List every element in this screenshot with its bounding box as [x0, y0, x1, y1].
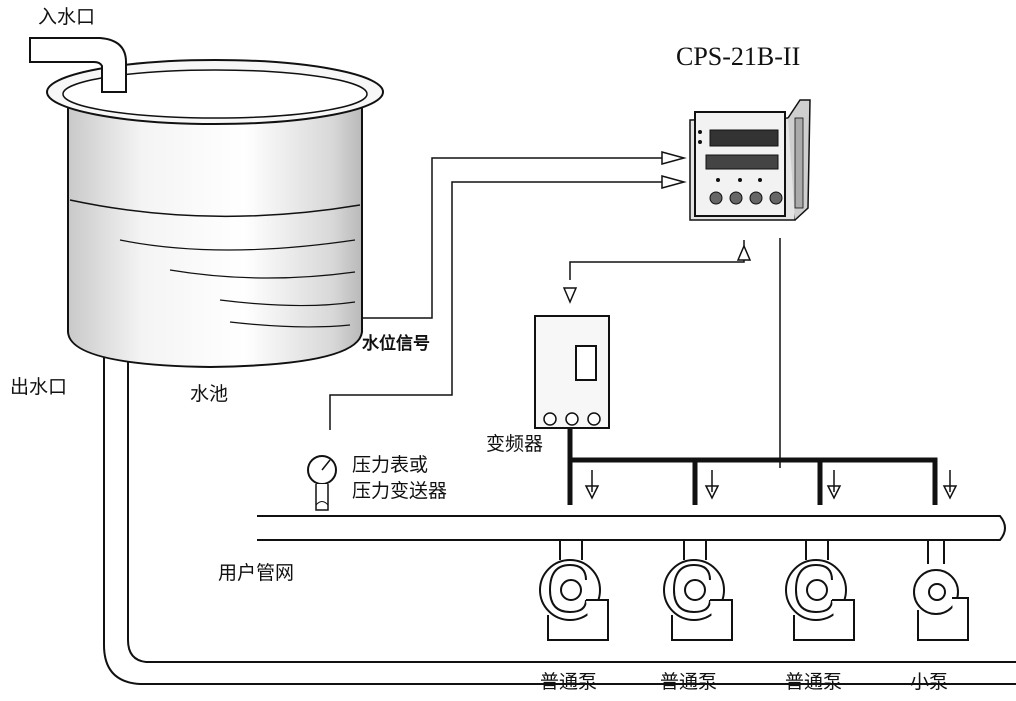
inlet-pipe: [29, 37, 127, 93]
pump-label-2: 普通泵: [660, 671, 718, 693]
gauge-label-line2: 压力变送器: [352, 480, 448, 502]
bus-arrows: [584, 470, 958, 500]
level-signal-label: 水位信号: [362, 334, 430, 354]
pump-2: [663, 540, 733, 641]
pump-label-1: 普通泵: [540, 671, 598, 693]
pump-4-small: [913, 540, 969, 641]
pressure-gauge: [307, 455, 337, 511]
device-model-label: CPS-21B-II: [676, 42, 801, 71]
power-bus: [567, 428, 938, 505]
pump-1: [539, 540, 609, 641]
vfd-label: 变频器: [486, 433, 544, 455]
vfd-arrows: [562, 244, 752, 304]
pump-3: [785, 540, 855, 641]
network-label: 用户管网: [218, 562, 295, 584]
signal-arrows: [661, 151, 687, 189]
controller-device: [689, 99, 811, 221]
tank-label: 水池: [190, 383, 229, 405]
pump-label-4: 小泵: [910, 671, 949, 693]
outlet-label: 出水口: [10, 376, 68, 398]
vfd-box: [534, 315, 610, 429]
water-tank: [46, 59, 384, 369]
network-pipe: [257, 515, 1006, 541]
level-signal-line: [329, 157, 662, 430]
outlet-pipe: [103, 352, 1016, 685]
inlet-label: 入水口: [38, 6, 96, 28]
pump-label-3: 普通泵: [785, 671, 843, 693]
gauge-label-line1: 压力表或: [352, 454, 429, 476]
